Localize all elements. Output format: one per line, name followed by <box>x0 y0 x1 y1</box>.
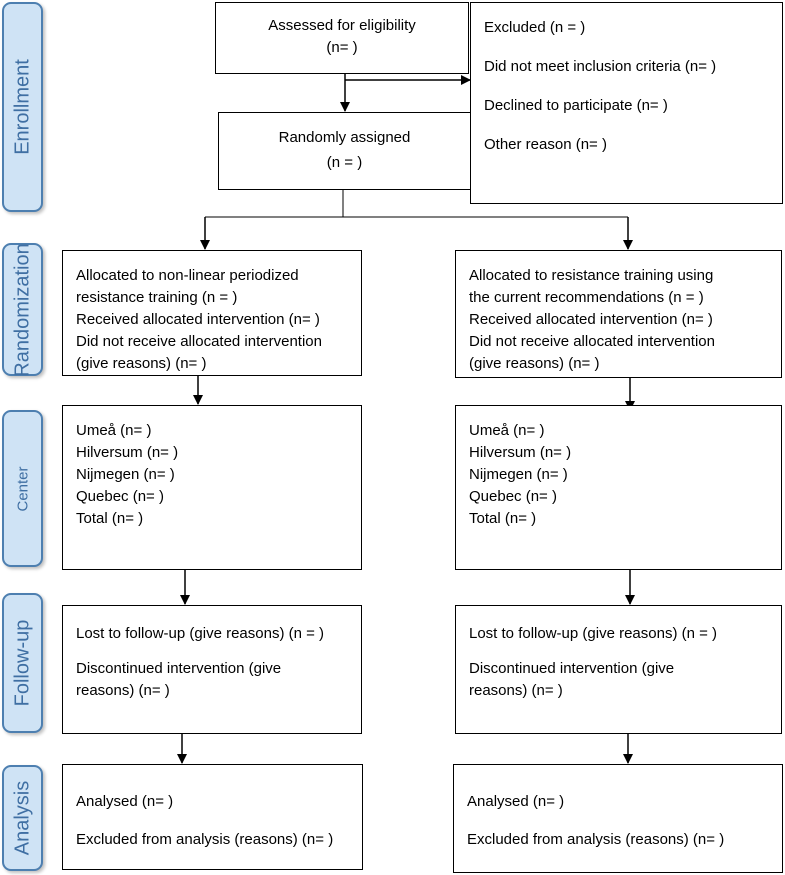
left-center-hilversum: Hilversum (n= ) <box>76 444 179 461</box>
excluded-title: Excluded (n = ) <box>484 19 586 36</box>
left-analysis-analysed: Analysed (n= ) <box>76 793 174 810</box>
left-center-total: Total (n= ) <box>76 510 144 527</box>
left-followup-discontinued: reasons) (n= ) <box>76 682 170 699</box>
right-center-umea: Umeå (n= ) <box>469 422 545 439</box>
left-center-nijmegen: Nijmegen (n= ) <box>76 466 175 483</box>
left-analysis-box: Analysed (n= ) Excluded from analysis (r… <box>62 764 363 870</box>
right-allocation-line: (give reasons) (n= ) <box>469 355 600 372</box>
right-followup-lost: Lost to follow-up (give reasons) (n = ) <box>469 625 718 642</box>
randomized-count: (n = ) <box>326 154 363 171</box>
assessed-box: Assessed for eligibility (n= ) <box>215 2 469 74</box>
right-followup-box: Lost to follow-up (give reasons) (n = ) … <box>455 605 782 734</box>
stage-follow-up-label: Follow-up <box>11 619 33 707</box>
left-allocation-line: Received allocated intervention (n= ) <box>76 311 320 328</box>
stage-center: Center <box>2 410 43 567</box>
stage-enrollment-label: Enrollment <box>11 59 33 155</box>
right-center-box: Umeå (n= ) Hilversum (n= ) Nijmegen (n= … <box>455 405 782 570</box>
randomized-title: Randomly assigned <box>278 129 411 146</box>
excluded-other: Other reason (n= ) <box>484 136 607 153</box>
right-analysis-analysed: Analysed (n= ) <box>467 793 565 810</box>
right-analysis-excluded: Excluded from analysis (reasons) (n= ) <box>467 831 725 848</box>
right-followup-discontinued: reasons) (n= ) <box>469 682 563 699</box>
left-followup-box: Lost to follow-up (give reasons) (n = ) … <box>62 605 362 734</box>
right-allocation-line: Did not receive allocated intervention <box>469 333 715 350</box>
left-center-quebec: Quebec (n= ) <box>76 488 164 505</box>
excluded-inclusion: Did not meet inclusion criteria (n= ) <box>484 58 717 75</box>
stage-analysis-label: Analysis <box>11 780 33 856</box>
right-allocation-line: Allocated to resistance training using <box>469 267 714 284</box>
left-allocation-box: Allocated to non-linear periodized resis… <box>62 250 362 376</box>
assessed-title: Assessed for eligibility <box>268 17 416 34</box>
left-followup-discontinued: Discontinued intervention (give <box>76 660 282 677</box>
randomized-box: Randomly assigned (n = ) <box>218 112 471 190</box>
assessed-count: (n= ) <box>326 39 358 56</box>
left-center-box: Umeå (n= ) Hilversum (n= ) Nijmegen (n= … <box>62 405 362 570</box>
left-center-umea: Umeå (n= ) <box>76 422 152 439</box>
right-center-quebec: Quebec (n= ) <box>469 488 557 505</box>
excluded-declined: Declined to participate (n= ) <box>484 97 668 114</box>
stage-enrollment: Enrollment <box>2 2 43 212</box>
stage-randomization-label: Randomization <box>11 242 33 377</box>
right-center-nijmegen: Nijmegen (n= ) <box>469 466 568 483</box>
stage-follow-up: Follow-up <box>2 593 43 733</box>
right-allocation-line: Received allocated intervention (n= ) <box>469 311 713 328</box>
left-allocation-line: resistance training (n = ) <box>76 289 238 306</box>
left-analysis-excluded: Excluded from analysis (reasons) (n= ) <box>76 831 334 848</box>
right-center-total: Total (n= ) <box>469 510 537 527</box>
right-allocation-line: the current recommendations (n = ) <box>469 289 704 306</box>
right-analysis-box: Analysed (n= ) Excluded from analysis (r… <box>453 764 783 873</box>
right-center-hilversum: Hilversum (n= ) <box>469 444 572 461</box>
excluded-box: Excluded (n = ) Did not meet inclusion c… <box>470 2 783 204</box>
left-allocation-line: Allocated to non-linear periodized <box>76 267 299 284</box>
left-allocation-line: (give reasons) (n= ) <box>76 355 207 372</box>
left-allocation-line: Did not receive allocated intervention <box>76 333 322 350</box>
stage-randomization: Randomization <box>2 243 43 376</box>
right-allocation-box: Allocated to resistance training using t… <box>455 250 782 378</box>
stage-analysis: Analysis <box>2 765 43 871</box>
left-followup-lost: Lost to follow-up (give reasons) (n = ) <box>76 625 325 642</box>
right-followup-discontinued: Discontinued intervention (give <box>469 660 675 677</box>
stage-center-label: Center <box>14 465 31 512</box>
